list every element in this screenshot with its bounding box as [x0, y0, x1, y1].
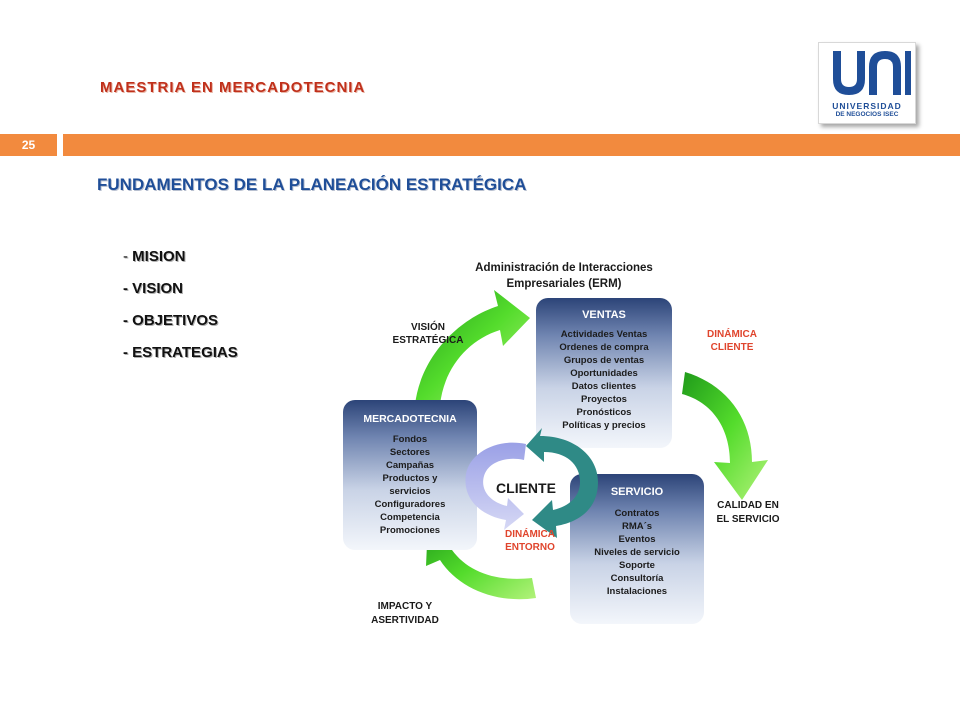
mercadotecnia-item: Campañas [386, 460, 434, 471]
arrow-vision-estrategica [415, 290, 530, 405]
dinamica-cliente-line-2: CLIENTE [711, 342, 754, 353]
ventas-item: Políticas y precios [562, 420, 645, 431]
box-mercadotecnia: MERCADOTECNIA Fondos Sectores Campañas P… [343, 400, 477, 550]
servicio-title: SERVICIO [611, 486, 664, 498]
box-servicio: SERVICIO Contratos RMA´s Eventos Niveles… [570, 474, 704, 624]
ventas-item: Actividades Ventas [561, 329, 648, 340]
vision-label-line-1: VISIÓN [411, 320, 445, 333]
bullet-dash: - [123, 280, 133, 297]
ventas-item: Ordenes de compra [559, 342, 649, 353]
mercadotecnia-item: Fondos [393, 434, 427, 445]
erm-cycle-diagram: VENTAS Actividades Ventas Ordenes de com… [343, 262, 780, 626]
ventas-item: Proyectos [581, 394, 627, 405]
ventas-item: Datos clientes [572, 381, 636, 392]
servicio-item: RMA´s [622, 521, 652, 532]
erm-label-line-2: Empresariales (ERM) [506, 278, 621, 290]
arrow-dinamica-cliente [682, 372, 768, 500]
ventas-item: Pronósticos [577, 407, 632, 418]
servicio-item: Eventos [619, 534, 656, 545]
erm-label-line-1: Administración de Interacciones [475, 262, 653, 274]
dinamica-entorno-line-2: ENTORNO [505, 542, 555, 553]
list-item-mision: - MISION [123, 247, 238, 279]
concept-list: - MISION - VISION - OBJETIVOS - ESTRATEG… [123, 247, 238, 375]
mercadotecnia-item: Competencia [380, 512, 440, 523]
calidad-label-line-2: EL SERVICIO [717, 514, 780, 525]
bullet-text: OBJETIVOS [132, 312, 219, 329]
bullet-dash: - [123, 248, 133, 265]
header-divider-bar [63, 134, 960, 156]
ventas-title: VENTAS [582, 309, 626, 321]
ventas-item: Oportunidades [570, 368, 638, 379]
university-logo-mark [833, 51, 911, 95]
servicio-item: Contratos [615, 508, 660, 519]
servicio-item: Instalaciones [607, 586, 667, 597]
logo-line-1: UNIVERSIDAD [832, 101, 902, 111]
impacto-label-line-1: IMPACTO Y [378, 601, 433, 612]
cliente-cycle: CLIENTE [465, 428, 598, 538]
cliente-label: CLIENTE [496, 480, 556, 496]
servicio-item: Niveles de servicio [594, 547, 680, 558]
slide-number: 25 [0, 134, 57, 156]
servicio-item: Soporte [619, 560, 655, 571]
list-item-estrategias: - ESTRATEGIAS [123, 343, 238, 375]
bullet-text: ESTRATEGIAS [132, 344, 238, 361]
bullet-text: MISION [132, 248, 186, 265]
mercadotecnia-item: Promociones [380, 525, 440, 536]
course-title: MAESTRIA EN MERCADOTECNIA [100, 79, 366, 96]
dinamica-cliente-line-1: DINÁMICA [707, 327, 757, 340]
impacto-label-line-2: ASERTIVIDAD [371, 615, 439, 626]
page-title: FUNDAMENTOS DE LA PLANEACIÓN ESTRATÉGICA [97, 175, 527, 194]
mercadotecnia-item: Configuradores [375, 499, 446, 510]
servicio-item: Consultoría [611, 573, 664, 584]
bullet-text: VISION [132, 280, 184, 297]
mercadotecnia-item: Productos y [383, 473, 439, 484]
calidad-label-line-1: CALIDAD EN [717, 500, 779, 511]
vision-label-line-2: ESTRATÉGICA [393, 333, 464, 346]
mercadotecnia-item: Sectores [390, 447, 430, 458]
dinamica-entorno-line-1: DINÁMICA [505, 527, 555, 540]
box-ventas: VENTAS Actividades Ventas Ordenes de com… [536, 298, 672, 448]
list-item-vision: - VISION [123, 279, 238, 311]
mercadotecnia-item: servicios [389, 486, 430, 497]
list-item-objetivos: - OBJETIVOS [123, 311, 238, 343]
university-logo: UNIVERSIDAD DE NEGOCIOS ISEC [818, 42, 916, 124]
logo-line-2: DE NEGOCIOS ISEC [835, 111, 899, 118]
mercadotecnia-title: MERCADOTECNIA [363, 413, 457, 425]
ventas-item: Grupos de ventas [564, 355, 644, 366]
bullet-dash: - [123, 312, 133, 329]
bullet-dash: - [123, 344, 133, 361]
